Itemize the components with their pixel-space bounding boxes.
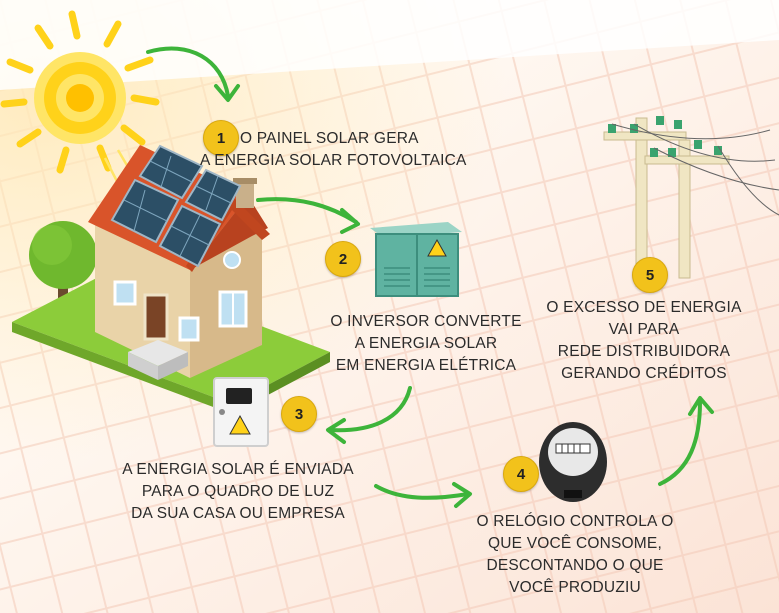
step-4-line-1: O RELÓGIO CONTROLA O <box>476 513 674 530</box>
step-1-line-1: O PAINEL SOLAR GERA <box>240 130 419 147</box>
step-5-line-3: REDE DISTRIBUIDORA <box>557 343 731 360</box>
step-4-line-2: QUE VOCÊ CONSOME, <box>488 535 662 552</box>
house-icon <box>12 144 330 414</box>
step-4-text: O RELÓGIO CONTROLA O QUE VOCÊ CONSOME, D… <box>460 511 690 599</box>
sun-icon <box>0 10 162 227</box>
step-3-text: A ENERGIA SOLAR É ENVIADA PARA O QUADRO … <box>108 459 368 525</box>
meter-icon <box>539 422 607 502</box>
step-3-badge: 3 <box>281 396 317 432</box>
step-4-line-4: VOCÊ PRODUZIU <box>509 579 641 596</box>
step-5-text: O EXCESSO DE ENERGIA VAI PARA REDE DISTR… <box>544 297 744 385</box>
inverter-icon <box>370 222 462 297</box>
step-1-text: O PAINEL SOLAR GERA A ENERGIA SOLAR FOTO… <box>200 128 467 172</box>
step-2-badge: 2 <box>325 241 361 277</box>
step-2-line-2: A ENERGIA SOLAR <box>354 335 498 352</box>
solar-panel-icon <box>110 144 242 268</box>
step-2-line-1: O INVERSOR CONVERTE <box>330 313 522 330</box>
step-1-line-2: A ENERGIA SOLAR FOTOVOLTAICA <box>200 152 467 169</box>
step-4-badge: 4 <box>503 456 539 492</box>
step-5-line-1: O EXCESSO DE ENERGIA <box>546 299 742 316</box>
breaker-box-icon <box>213 377 269 447</box>
step-3-line-3: DA SUA CASA OU EMPRESA <box>131 505 345 522</box>
step-1-badge: 1 <box>203 120 239 156</box>
step-5-line-2: VAI PARA <box>608 321 680 338</box>
step-4-line-3: DESCONTANDO O QUE <box>486 557 664 574</box>
step-3-line-2: PARA O QUADRO DE LUZ <box>141 483 335 500</box>
step-2-text: O INVERSOR CONVERTE A ENERGIA SOLAR EM E… <box>326 311 526 377</box>
step-5-badge: 5 <box>632 257 668 293</box>
step-3-line-1: A ENERGIA SOLAR É ENVIADA <box>122 461 354 478</box>
power-pole-icon <box>603 116 779 287</box>
arrow-icon <box>146 46 714 508</box>
step-2-line-3: EM ENERGIA ELÉTRICA <box>335 357 517 374</box>
step-5-line-4: GERANDO CRÉDITOS <box>561 365 727 382</box>
